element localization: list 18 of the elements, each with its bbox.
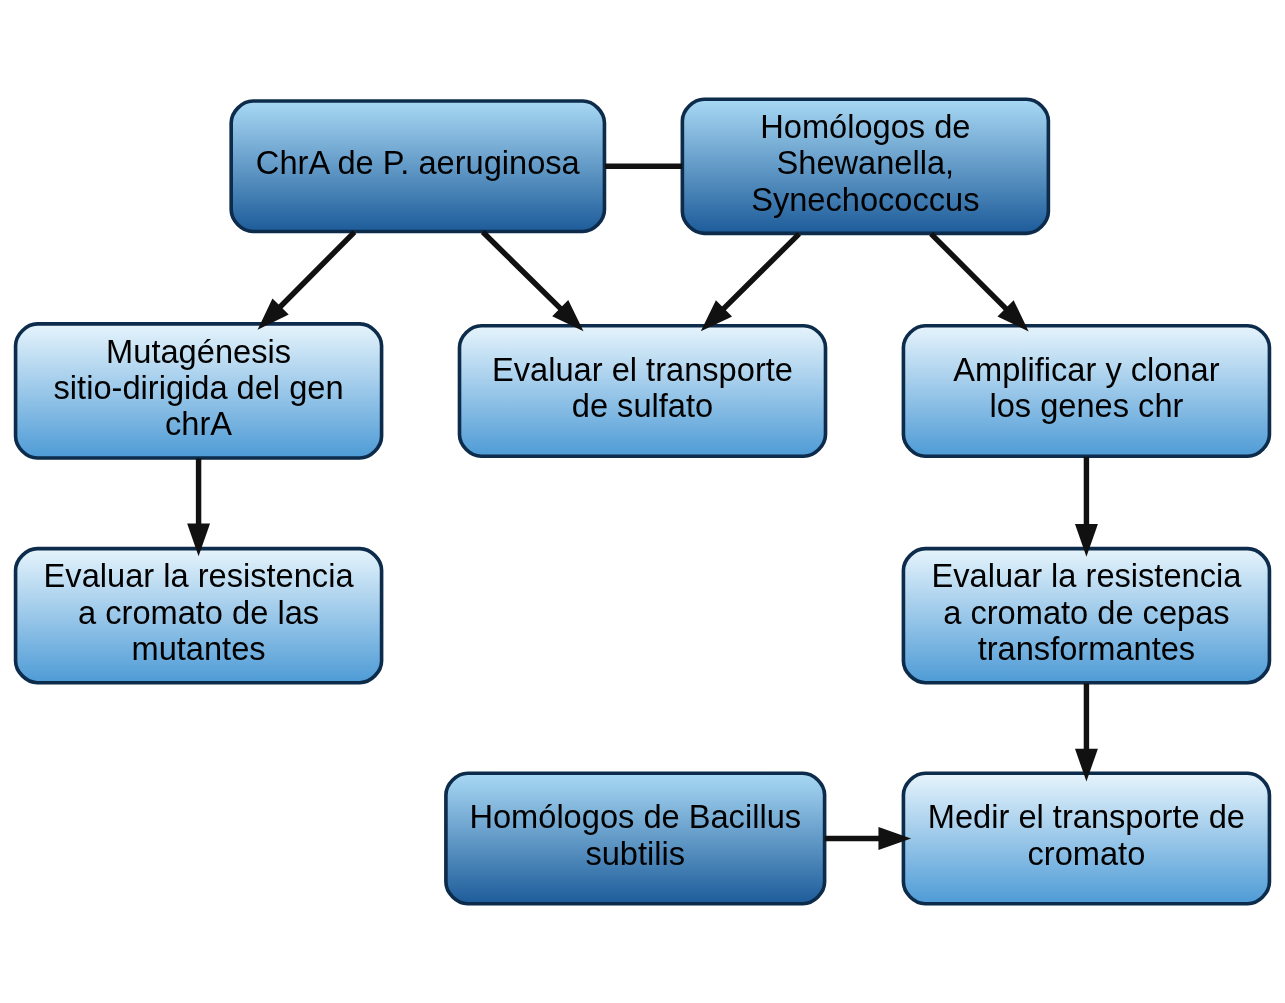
node-box: ChrA de P. aeruginosa bbox=[229, 99, 607, 234]
connector bbox=[604, 163, 683, 169]
arrow bbox=[929, 231, 1029, 332]
node-box: Mutagénesis sitio-dirigida del gen chrA bbox=[13, 322, 384, 460]
node-box: Homólogos de Bacillus subtilis bbox=[444, 771, 827, 906]
node-box: Evaluar la resistencia a cromato de cepas transformantes bbox=[901, 546, 1272, 685]
arrow bbox=[700, 231, 802, 332]
node-box: Amplificar y clonar los genes chr bbox=[901, 323, 1272, 458]
arrow bbox=[257, 230, 357, 330]
node-box: Evaluar la resistencia a cromato de las mutantes bbox=[13, 546, 384, 685]
node-box: Homólogos de Shewanella, Synechococcus bbox=[680, 97, 1051, 236]
arrow bbox=[1075, 456, 1098, 557]
node-box: Evaluar el transporte de sulfato bbox=[457, 323, 828, 458]
arrow bbox=[187, 458, 210, 557]
arrow bbox=[824, 827, 912, 850]
arrow bbox=[1075, 683, 1098, 782]
node-box: Medir el transporte de cromato bbox=[901, 771, 1272, 906]
arrow bbox=[480, 230, 584, 332]
